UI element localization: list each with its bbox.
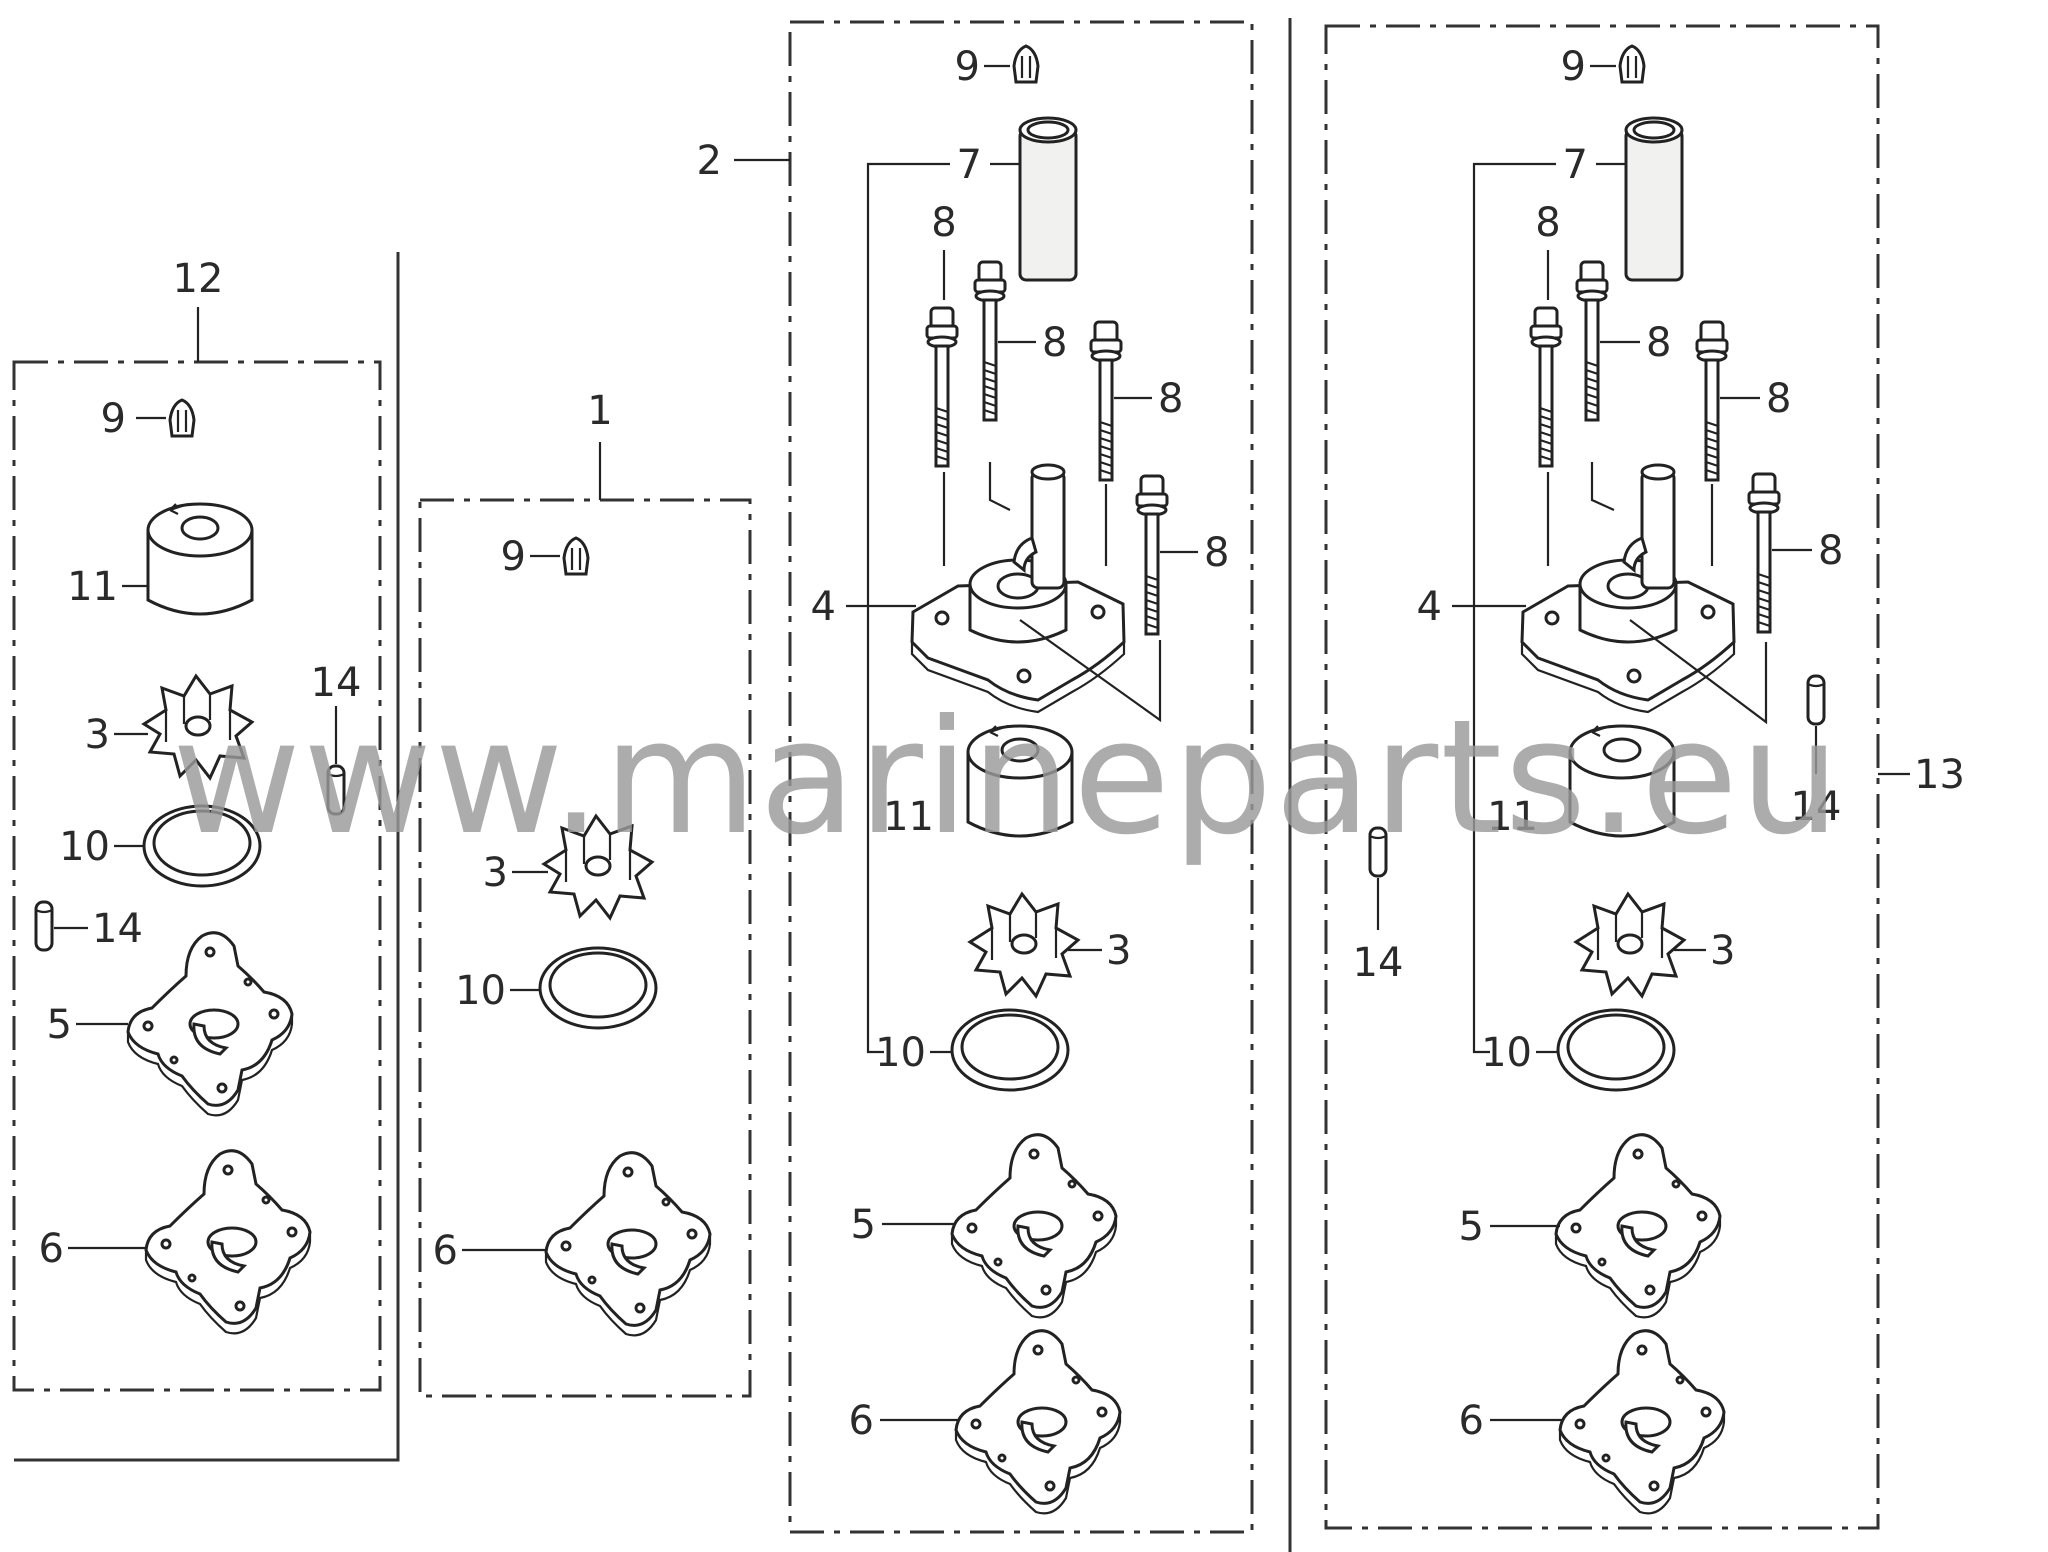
callout-7-kit2: 7 [957,142,982,188]
callout-3-kit2: 3 [1106,928,1131,974]
kit-13-group: 13 9 7 8 8 8 8 4 14 11 14 3 [1288,18,1965,1552]
bolt-icon [1747,472,1781,634]
callout-4-kit13: 4 [1417,584,1442,630]
clip-icon [1012,44,1040,84]
kit-13-bracket [1288,18,1292,1552]
callout-10-kit13: 10 [1481,1030,1532,1076]
callout-11-kit12: 11 [67,564,118,610]
gasket-ring-icon [538,946,658,1030]
callout-9-kit12: 9 [101,396,126,442]
bolt-icon [1135,474,1169,636]
kit-12-group: 12 9 11 3 14 10 14 5 6 [12,252,400,1462]
water-tube-icon [1018,116,1078,282]
callout-6-kit1: 6 [433,1228,458,1274]
callout-9-kit13: 9 [1561,44,1586,90]
callout-3-kit13: 3 [1710,928,1735,974]
callout-6-kit12: 6 [39,1226,64,1272]
bolt-icon [925,306,959,468]
callout-5-kit2: 5 [851,1202,876,1248]
kit-1-frame [418,498,752,1398]
kit-13-frame [1324,24,1880,1530]
callout-8-kit2c: 8 [1158,376,1183,422]
callout-11-kit13: 11 [1487,794,1538,840]
callout-14-kit12a: 14 [311,660,362,706]
bolt-icon [1695,320,1729,482]
callout-8-kit13c: 8 [1766,376,1791,422]
callout-6-kit13: 6 [1459,1398,1484,1444]
clip-icon [1618,44,1646,84]
callout-8-kit2d: 8 [1204,530,1229,576]
water-tube-icon [1624,116,1684,282]
callout-14-kit13a: 14 [1791,784,1842,830]
callout-8-kit2a: 8 [931,200,956,246]
gasket-ring-icon [1556,1008,1676,1092]
callout-13-kit13: 13 [1914,752,1965,798]
pump-cup-icon [146,502,254,616]
clip-icon [562,536,590,576]
callout-11-kit2: 11 [883,794,934,840]
callout-8-kit2b: 8 [1042,320,1067,366]
plate-icon [126,931,294,1117]
plate-icon [954,1329,1122,1515]
kit-1-group: 1 9 3 10 6 [418,388,752,1398]
gasket-ring-icon [950,1008,1070,1092]
callout-6-kit2: 6 [849,1398,874,1444]
callout-10-kit1: 10 [455,968,506,1014]
callout-5-kit13: 5 [1459,1204,1484,1250]
callout-4-kit2: 4 [811,584,836,630]
plate-icon [950,1133,1118,1319]
kit-2-frame [788,20,1254,1534]
callout-8-kit13b: 8 [1646,320,1671,366]
callout-14-kit13b: 14 [1353,940,1404,986]
callout-2-kit2: 2 [697,138,722,184]
callout-1-kit1: 1 [587,388,612,434]
callout-10-kit12: 10 [59,824,110,870]
watermark-text: www.marineparts.eu [172,686,1842,870]
kit-2-group: 2 9 7 8 8 8 8 4 11 3 10 5 [697,20,1254,1534]
callout-3-kit12: 3 [85,712,110,758]
callout-8-kit13d: 8 [1818,528,1843,574]
plate-icon [1558,1329,1726,1515]
callout-9-kit1: 9 [501,534,526,580]
dowel-pin-icon [34,900,54,952]
callout-7-kit13: 7 [1563,142,1588,188]
plate-icon [544,1151,712,1337]
impeller-icon [1574,892,1686,998]
callout-14-kit12b: 14 [92,906,143,952]
impeller-icon [968,892,1080,998]
bolt-icon [1529,306,1563,468]
callout-9-kit2: 9 [955,44,980,90]
plate-icon [1554,1133,1722,1319]
callout-8-kit13a: 8 [1535,200,1560,246]
clip-icon [168,398,196,438]
bolt-icon [1089,320,1123,482]
callout-12-kit12: 12 [173,256,224,302]
callout-5-kit12: 5 [47,1002,72,1048]
kit-12-bracket [14,252,400,1462]
callout-3-kit1: 3 [483,850,508,896]
callout-10-kit2: 10 [875,1030,926,1076]
plate-icon [144,1149,312,1335]
